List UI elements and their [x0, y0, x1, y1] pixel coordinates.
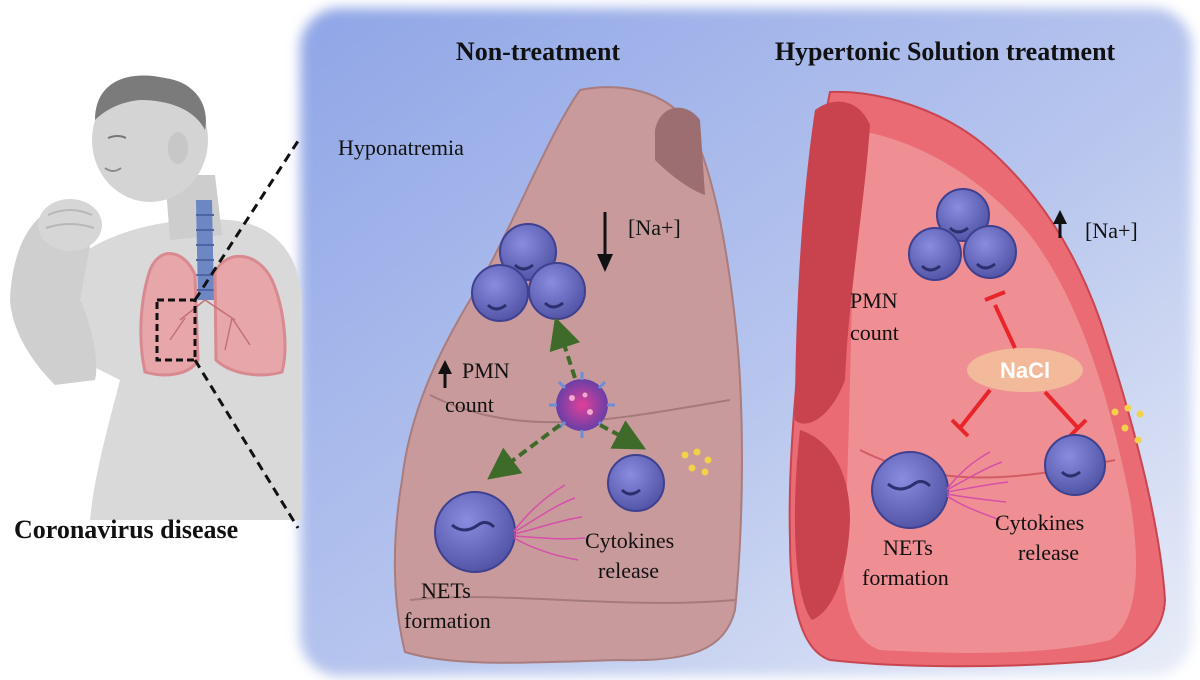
treatment-title: Hypertonic Solution treatment — [775, 37, 1116, 66]
nontreatment-title: Non-treatment — [456, 37, 620, 66]
cytokine-cell-treated — [1044, 404, 1144, 496]
sodium-label-nontreated: [Na+] — [628, 215, 681, 240]
person-lungs — [139, 252, 287, 377]
cytokine-cell-nontreated — [607, 448, 712, 512]
pmn-line1-treated: PMN — [850, 288, 898, 313]
nets-line2-treated: formation — [862, 565, 949, 590]
nontreatment-panel: Non-treatment Hyponatremia [Na+] PMN cou… — [338, 37, 743, 664]
zoom-lines — [193, 137, 302, 529]
left-caption: Coronavirus disease — [14, 515, 238, 544]
cyto-line1-treated: Cytokines — [995, 510, 1084, 535]
activation-arrows — [487, 316, 647, 480]
sodium-down-indicator — [597, 212, 613, 272]
pmn-cluster-nontreated — [471, 223, 586, 322]
nacl-label: NaCl — [1000, 358, 1050, 383]
person-illustration — [10, 75, 302, 520]
treatment-panel: Hypertonic Solution treatment [Na+] PMN … — [775, 37, 1167, 668]
nets-line1-treated: NETs — [883, 535, 933, 560]
cyto-line2-nontreated: release — [598, 558, 659, 583]
sodium-up-indicator — [1053, 210, 1067, 238]
hyponatremia-label: Hyponatremia — [338, 135, 464, 160]
nets-cell-nontreated — [434, 484, 586, 573]
cyto-line2-treated: release — [1018, 540, 1079, 565]
inhibition-lines — [950, 290, 1088, 438]
nets-line2-nontreated: formation — [404, 608, 491, 633]
nacl-inhibitor: NaCl — [967, 348, 1083, 392]
nets-cell-treated — [871, 451, 1009, 529]
pmn-line2-treated: count — [850, 320, 899, 345]
nets-line1-nontreated: NETs — [421, 578, 471, 603]
cyto-line1-nontreated: Cytokines — [585, 528, 674, 553]
pmn-line2-nontreated: count — [445, 392, 494, 417]
pmn-cluster-treated — [908, 188, 1017, 281]
zoom-box — [155, 298, 197, 362]
pmn-line1-nontreated: PMN — [462, 358, 510, 383]
pmn-up-indicator — [438, 360, 452, 388]
sodium-label-treated: [Na+] — [1085, 218, 1138, 243]
